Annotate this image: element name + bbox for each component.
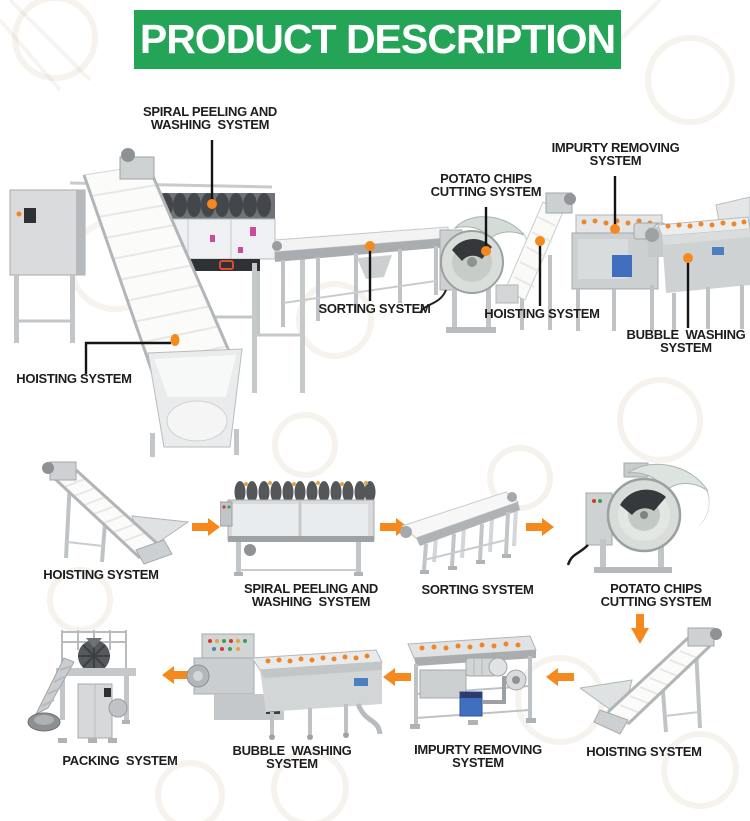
flow-image-sorting bbox=[396, 482, 538, 578]
flow-arrow-left-icon bbox=[546, 668, 574, 686]
production-line-photo bbox=[0, 135, 750, 457]
flow-image-potato-cutting bbox=[558, 455, 716, 577]
callout-sorting: SORTING SYSTEM bbox=[318, 301, 431, 316]
sorting-conveyor bbox=[272, 226, 449, 327]
callout-potato-chips-cutting: POTATO CHIPS CUTTING SYSTEM bbox=[430, 171, 542, 199]
bubble-washer-machine bbox=[645, 196, 750, 331]
flow-label-packing: PACKING SYSTEM bbox=[62, 753, 178, 768]
callout-hoisting-left: HOISTING SYSTEM bbox=[16, 371, 132, 386]
section-title-banner: PRODUCT DESCRIPTION bbox=[134, 10, 621, 69]
flow-arrow-left-icon bbox=[383, 668, 411, 686]
flow-image-hoisting-2 bbox=[580, 624, 724, 742]
flow-image-packing bbox=[26, 622, 166, 752]
section-title: PRODUCT DESCRIPTION bbox=[139, 16, 616, 62]
flow-label-sorting: SORTING SYSTEM bbox=[421, 582, 534, 597]
flow-image-impurity-removing bbox=[400, 628, 550, 742]
hoisting-conveyor-right bbox=[495, 192, 576, 330]
callout-spiral-peeling: SPIRAL PEELING AND WASHING SYSTEM bbox=[142, 104, 277, 132]
flow-arrow-right-icon bbox=[192, 518, 220, 536]
callout-dot-icon bbox=[170, 199, 693, 346]
flow-arrow-left-icon bbox=[162, 666, 190, 684]
flow-image-bubble-washing bbox=[186, 632, 384, 744]
hoisting-conveyor-left bbox=[82, 148, 305, 393]
control-cabinet bbox=[9, 189, 86, 343]
flow-arrow-right-icon bbox=[526, 518, 554, 536]
flow-image-hoisting-1 bbox=[40, 458, 190, 570]
callout-bubble-washing: BUBBLE WASHING SYSTEM bbox=[626, 327, 746, 355]
flow-label-hoisting-2: HOISTING SYSTEM bbox=[586, 744, 702, 759]
flow-arrow-down-icon bbox=[631, 614, 649, 644]
callout-leader-lines bbox=[84, 140, 690, 374]
flow-image-spiral-peeling bbox=[220, 478, 380, 578]
hopper bbox=[147, 348, 243, 457]
flow-label-hoisting-1: HOISTING SYSTEM bbox=[43, 567, 159, 582]
callout-impurity-removing: IMPURTY REMOVING SYSTEM bbox=[551, 140, 680, 168]
callout-hoisting-right: HOISTING SYSTEM bbox=[484, 306, 600, 321]
